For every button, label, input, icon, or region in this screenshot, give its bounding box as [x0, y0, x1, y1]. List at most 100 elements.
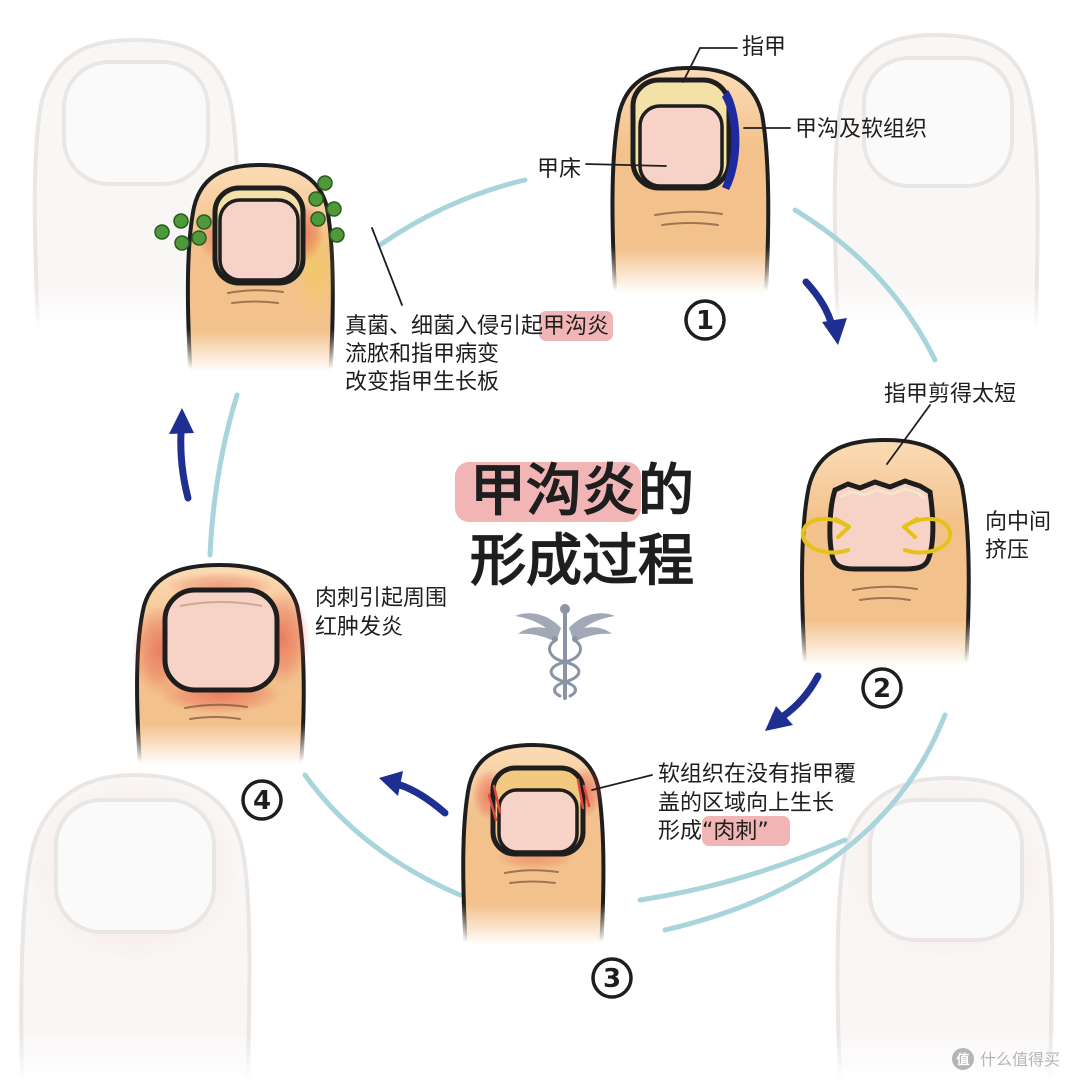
label-squeeze-line-1: 向中间: [985, 510, 1051, 535]
arrow-4-to-5-shaft: [177, 428, 192, 502]
germ-dot: [308, 191, 324, 207]
squeeze-arrowhead-left: [834, 517, 851, 539]
arrow-2-to-3-head: [765, 706, 793, 731]
arrow-4-to-5-head: [169, 408, 194, 434]
leader-infection: [371, 227, 403, 306]
germ-dot: [329, 227, 345, 243]
number-digit: 3: [603, 964, 621, 994]
title-suffix: 的: [638, 459, 694, 524]
caduceus-icon: [515, 604, 615, 700]
finger-outline: [463, 745, 603, 942]
step2-labels: 指甲剪得太短 向中间 挤压: [884, 382, 1051, 563]
ghost-finger-bottom-right: [835, 775, 1055, 1080]
step-number-4: 4: [241, 779, 283, 821]
knuckle-crease: [189, 716, 241, 720]
nail-plate: [630, 77, 732, 191]
watermark: 值 什么值得买: [952, 1048, 1060, 1070]
knuckle-crease: [231, 300, 279, 304]
direction-arrows: [169, 278, 847, 817]
nail-bed: [218, 198, 300, 282]
leader-short-cut: [886, 404, 931, 465]
ingrown-tissue-marks: [487, 778, 591, 822]
germ-dot: [196, 214, 212, 230]
label-nail: 指甲: [742, 35, 786, 60]
step-number-2: 2: [861, 667, 903, 709]
ghost-finger-outline: [19, 772, 252, 1080]
cycle-arc-1-to-2: [792, 207, 938, 363]
caption-highlighted-term: 甲沟炎: [543, 314, 609, 339]
arrow-1-to-2-shaft: [802, 278, 836, 330]
step4-finger: [132, 565, 310, 765]
step5-finger: [154, 165, 345, 372]
title-block: 甲沟炎的 形成过程: [455, 459, 694, 594]
arrow-3-to-4-head: [379, 771, 403, 796]
nail-bed: [497, 788, 579, 854]
cycle-arc-2-to-3-outer: [662, 712, 948, 933]
number-circle: [591, 957, 633, 999]
ingrown-mark: [492, 784, 502, 814]
nail-cut-edge: [839, 487, 926, 500]
caption-line-3: 改变指甲生长板: [345, 370, 499, 395]
ghost-nail: [62, 60, 210, 186]
number-digit: 4: [253, 786, 271, 816]
germ-dot: [173, 213, 189, 229]
caption-line-2: 红肿发炎: [315, 615, 403, 640]
step-number-1: 1: [684, 299, 726, 341]
germ-dot: [310, 211, 326, 227]
title-line-2: 形成过程: [470, 529, 694, 594]
ghost-fingers: [19, 32, 1055, 1080]
ingrown-mark: [576, 778, 585, 810]
step1-finger: [612, 68, 768, 294]
knuckle-crease: [504, 869, 559, 874]
nail-bed: [638, 104, 724, 188]
cycle-arc-3-to-4: [302, 772, 463, 898]
ghost-finger-bottom-left: [19, 772, 252, 1080]
caption-highlight: [539, 311, 613, 341]
germ-dot: [174, 235, 190, 251]
caption-line-1: 肉刺引起周围: [315, 586, 447, 611]
finger-outline: [802, 440, 969, 663]
squeeze-arrows: [800, 516, 953, 555]
arrow-1-to-2-head: [822, 318, 847, 345]
title-line-1: 甲沟炎的: [470, 459, 694, 524]
label-nail-bed: 甲床: [537, 157, 581, 182]
cycle-arc-4-to-5: [207, 392, 240, 558]
step-numbers: 1 2 3 4: [241, 299, 903, 999]
ghost-finger-top-right: [832, 32, 1040, 332]
nail-free-edge-line: [179, 601, 263, 607]
caption-line-1: 软组织在没有指甲覆: [658, 762, 856, 787]
caduceus-snake-head: [572, 636, 578, 642]
short-cut-nail: [827, 478, 936, 572]
leader-ingrown: [591, 774, 653, 791]
ingrown-mark: [582, 784, 591, 808]
caption-prefix: 真菌、细菌入侵引起: [345, 314, 543, 339]
step3-finger: [463, 745, 603, 945]
step1-labels: 指甲 甲沟及软组织 甲床: [537, 35, 927, 182]
cycle-arcs: [207, 177, 948, 933]
step5-caption: 真菌、细菌入侵引起甲沟炎 流脓和指甲病变 改变指甲生长板: [345, 311, 613, 395]
caduceus-snake-right: [549, 638, 582, 698]
caduceus-snake-head: [552, 636, 558, 642]
caduceus-knob: [560, 604, 570, 614]
ingrown-mark: [487, 793, 498, 822]
caption-line-2: 盖的区域向上生长: [658, 791, 834, 816]
arrow-2-to-3-shaft: [778, 672, 822, 721]
leader-nail-bed: [585, 163, 667, 167]
squeeze-arrow-left: [800, 516, 850, 555]
leader-nail: [682, 47, 738, 83]
ghost-nail: [868, 798, 1024, 942]
caduceus-wing-left: [515, 613, 561, 642]
watermark-text: 什么值得买: [980, 1050, 1060, 1069]
caption-line-1: 真菌、细菌入侵引起甲沟炎: [345, 314, 609, 339]
knuckle-crease: [661, 222, 719, 226]
knuckle-crease: [859, 597, 911, 601]
ghost-nail: [862, 56, 1014, 188]
number-digit: 1: [696, 306, 714, 336]
caduceus-wing-right: [569, 613, 615, 642]
title-highlight: [455, 462, 641, 522]
squeeze-arrowhead-right: [902, 517, 919, 539]
nail-groove-highlight: [722, 90, 740, 190]
arrow-3-to-4-shaft: [396, 781, 449, 817]
leader-lines: [371, 47, 931, 791]
